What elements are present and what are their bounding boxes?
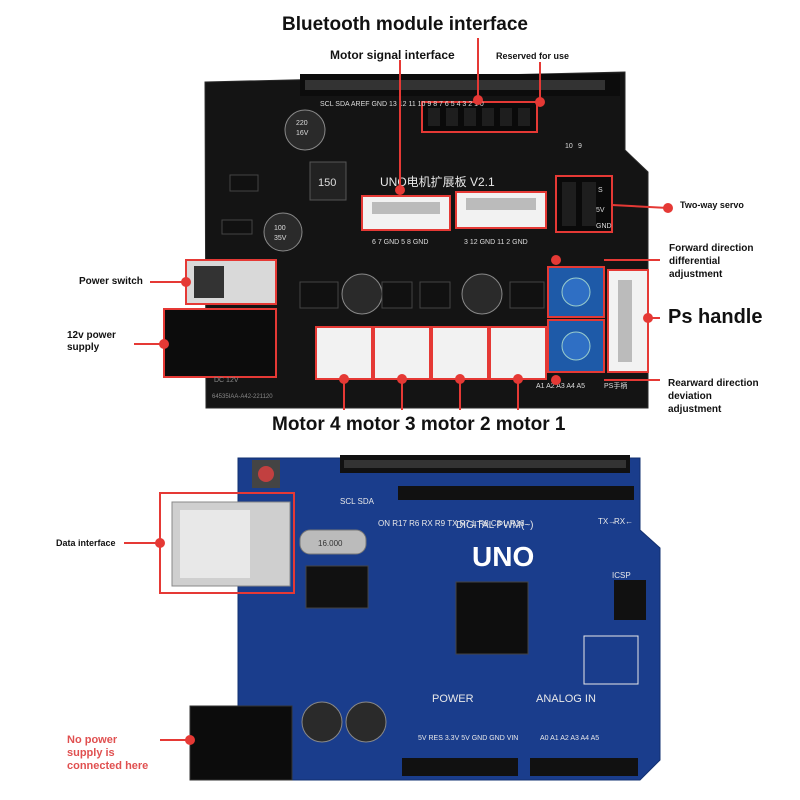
servo-pin-gnd: GND [596,223,612,230]
label-no-power: No power supply is connected here [67,734,148,773]
driver-chip [509,281,545,309]
cap1-label: 220 [296,120,308,127]
driver-chip [381,281,413,309]
uno-analog-pins: A0 A1 A2 A3 A4 A5 [540,735,599,742]
forward-line-2: differential [669,256,721,267]
servo-pin-9: 9 [578,143,582,150]
uno-dc-jack [189,705,293,781]
callout-lines [124,38,669,741]
motor-shield-board: SCL SDA AREF GND 13 12 11 10 9 8 7 6 5 4… [163,71,649,409]
rearward-line-1: Rearward direction [668,378,759,389]
shield-title: UNO电机扩展板 V2.1 [380,175,495,189]
servo-pin-5v: 5V [596,207,605,214]
power-12v-line-2: supply [67,342,100,353]
cap2-label: 100 [274,225,286,232]
capacitor-100-left [263,212,303,252]
crystal-label: 16.000 [318,539,343,548]
shield-serial: 64535IAA-A42-221120 [212,394,273,400]
dc-jack-12v [163,308,277,378]
capacitor-47-b [345,701,387,743]
chip [229,174,259,192]
usb-serial-chip [305,565,369,609]
label-bluetooth: Bluetooth module interface [282,14,528,35]
capacitor-100-a [341,273,383,315]
uno-analog-header [530,758,638,776]
label-two-way-servo: Two-way servo [680,200,744,210]
label-ps-handle: Ps handle [668,306,763,328]
chip [221,219,253,235]
label-rearward-direction: Rearward direction deviation adjustment [668,377,759,416]
uno-power-header [402,758,518,776]
forward-line-1: Forward direction [669,243,754,254]
cap2-volt: 35V [274,235,287,242]
crystal [299,529,367,555]
driver-chip [419,281,451,309]
shield-analog-pins: A1 A2 A3 A4 A5 [536,383,585,390]
no-power-line-3: connected here [67,760,149,772]
forward-line-3: adjustment [669,269,723,280]
label-motors: Motor 4 motor 3 motor 2 motor 1 [272,414,566,435]
inductor-150 [309,161,347,201]
callout-dots [155,95,673,745]
conn1-pin-labels: 6 7 GND 5 8 GND [372,239,428,246]
driver-chip [299,281,339,309]
servo-pin-s: S [598,187,603,194]
no-power-line-2: supply is [67,747,115,759]
label-power-switch: Power switch [79,276,143,287]
power-12v-line-1: 12v power [67,330,116,341]
no-power-line-1: No power [67,734,118,746]
dc-label: DC 12V [214,377,239,384]
ps-label: PS手柄 [604,381,627,390]
icsp-label: ICSP [612,571,631,580]
uno-left-parts: ON R17 R6 RX R9 TX R7 L R8 C8 L R16 [378,519,525,528]
capacitor-220 [284,109,326,151]
motor-3-connector [373,326,431,380]
uno-board: 16.000 UNO DIGITAL PWM(~) TX→ RX← SCL SD… [159,455,661,781]
label-forward-direction: Forward direction differential adjustmen… [669,242,753,281]
uno-analog-label: ANALOG IN [536,693,596,705]
capacitor-100-b [461,273,503,315]
inductor-label: 150 [318,177,336,189]
mcu-chip [455,581,529,655]
uno-rx: RX← [614,517,633,526]
cap1-volt: 16V [296,130,309,137]
label-reserved: Reserved for use [496,51,570,61]
label-motor-signal: Motor signal interface [330,48,455,62]
uno-top-header-2 [398,486,634,500]
conn2-pin-labels: 3 12 GND 11 2 GND [464,239,528,246]
icsp-header [614,580,646,620]
motor-4-connector [315,326,373,380]
motor-2-connector [431,326,489,380]
motor-1-connector [489,326,547,380]
label-12v-power: 12v power supply [67,330,116,354]
rearward-line-3: adjustment [668,404,722,415]
capacitor-47-a [301,701,343,743]
label-data-interface: Data interface [56,538,116,548]
uno-scl-sda: SCL SDA [340,497,375,506]
servo-pin-10: 10 [565,143,573,150]
pin-grid [583,635,639,685]
uno-power-pins: 5V RES 3.3V 5V GND GND VIN [418,735,518,742]
top-pin-labels: SCL SDA AREF GND 13 12 11 10 9 8 7 6 5 4… [320,101,484,108]
rearward-line-2: deviation [668,391,712,402]
uno-power-label: POWER [432,693,474,705]
uno-title: UNO [472,541,534,572]
uno-tx: TX→ [598,517,616,526]
uno-digital-label: DIGITAL PWM(~) [456,520,534,531]
